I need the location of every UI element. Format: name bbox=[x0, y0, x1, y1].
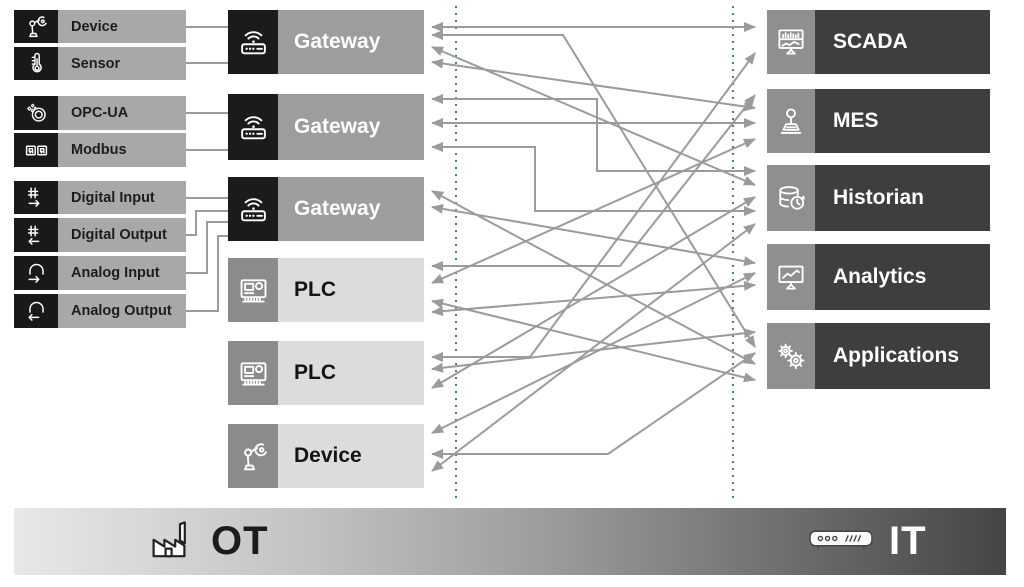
gateway-icon bbox=[228, 10, 278, 74]
connection-plc-1-applications bbox=[431, 298, 756, 383]
thermometer-icon bbox=[14, 47, 58, 80]
connection-gateway-2-historian bbox=[431, 94, 756, 176]
node-digital-input: Digital Input bbox=[14, 181, 186, 214]
connection-plc-2-applications bbox=[431, 328, 756, 373]
node-label-scada: SCADA bbox=[815, 10, 990, 74]
node-label-analytics: Analytics bbox=[815, 244, 990, 310]
ot-it-band: OT IT bbox=[14, 508, 1006, 575]
plc-icon bbox=[228, 341, 278, 405]
node-label-historian: Historian bbox=[815, 165, 990, 231]
it-zone-legend: IT bbox=[808, 508, 927, 575]
ot-zone-label: OT bbox=[211, 519, 269, 563]
scada-monitor-icon bbox=[767, 10, 815, 74]
node-label-gateway-2: Gateway bbox=[278, 94, 424, 160]
node-device-2: Device bbox=[228, 424, 424, 488]
node-plc-1: PLC bbox=[228, 258, 424, 322]
analog-output-icon bbox=[14, 294, 58, 328]
modbus-ports-icon bbox=[14, 133, 58, 167]
node-mes: MES bbox=[767, 89, 990, 153]
node-label-sensor: Sensor bbox=[58, 47, 186, 80]
feed-line-analog-input bbox=[186, 221, 229, 274]
node-plc-2: PLC bbox=[228, 341, 424, 405]
node-label-mes: MES bbox=[815, 89, 990, 153]
node-historian: Historian bbox=[767, 165, 990, 231]
connection-gateway-3-analytics bbox=[431, 203, 756, 267]
node-gateway-2: Gateway bbox=[228, 94, 424, 160]
node-gateway-3: Gateway bbox=[228, 177, 424, 241]
connection-plc-2-historian bbox=[431, 196, 756, 389]
node-label-plc-2: PLC bbox=[278, 341, 424, 405]
connection-device-2-analytics bbox=[431, 272, 756, 434]
it-zone-label: IT bbox=[889, 519, 927, 563]
connection-gateway-1-mes bbox=[431, 58, 756, 112]
node-applications: Applications bbox=[767, 323, 990, 389]
modem-icon bbox=[808, 527, 874, 557]
connection-gateway-1-applications bbox=[431, 30, 756, 348]
digital-input-icon bbox=[14, 181, 58, 214]
connection-gateway-3-applications bbox=[431, 190, 756, 365]
feed-line-digital-output bbox=[186, 210, 229, 236]
node-analog-input: Analog Input bbox=[14, 256, 186, 290]
node-label-digital-output: Digital Output bbox=[58, 218, 186, 252]
node-label-modbus: Modbus bbox=[58, 133, 186, 167]
gateway-icon bbox=[228, 177, 278, 241]
node-label-analog-output: Analog Output bbox=[58, 294, 186, 328]
node-label-analog-input: Analog Input bbox=[58, 256, 186, 290]
chart-monitor-icon bbox=[767, 244, 815, 310]
node-analytics: Analytics bbox=[767, 244, 990, 310]
node-digital-output: Digital Output bbox=[14, 218, 186, 252]
node-label-device: Device bbox=[58, 10, 186, 43]
connection-plc-1-analytics bbox=[431, 280, 756, 317]
gears-icon bbox=[767, 323, 815, 389]
node-opc-ua: OPC-UA bbox=[14, 96, 186, 130]
node-label-gateway-1: Gateway bbox=[278, 10, 424, 74]
node-label-gateway-3: Gateway bbox=[278, 177, 424, 241]
plc-icon bbox=[228, 258, 278, 322]
connection-plc-1-mes bbox=[431, 138, 756, 284]
digital-output-icon bbox=[14, 218, 58, 252]
connection-device-2-applications bbox=[431, 352, 756, 459]
node-label-applications: Applications bbox=[815, 323, 990, 389]
joystick-icon bbox=[767, 89, 815, 153]
node-sensor: Sensor bbox=[14, 47, 186, 80]
robot-arm-icon bbox=[228, 424, 278, 488]
connection-gateway-1-historian bbox=[431, 46, 756, 186]
gateway-icon bbox=[228, 94, 278, 160]
factory-icon bbox=[148, 515, 196, 568]
node-label-plc-1: PLC bbox=[278, 258, 424, 322]
feed-line-analog-output bbox=[186, 235, 229, 312]
analog-input-icon bbox=[14, 256, 58, 290]
connection-gateway-2-historian bbox=[431, 142, 756, 216]
node-label-device-2: Device bbox=[278, 424, 424, 488]
connection-device-2-historian bbox=[431, 223, 756, 472]
node-modbus: Modbus bbox=[14, 133, 186, 167]
node-gateway-1: Gateway bbox=[228, 10, 424, 74]
node-label-digital-input: Digital Input bbox=[58, 181, 186, 214]
robot-arm-icon bbox=[14, 10, 58, 43]
node-analog-output: Analog Output bbox=[14, 294, 186, 328]
connection-plc-2-scada bbox=[431, 52, 756, 362]
node-device: Device bbox=[14, 10, 186, 43]
node-label-opc-ua: OPC-UA bbox=[58, 96, 186, 130]
node-scada: SCADA bbox=[767, 10, 990, 74]
database-clock-icon bbox=[767, 165, 815, 231]
opcua-ring-icon bbox=[14, 96, 58, 130]
connection-plc-1-mes bbox=[431, 94, 756, 271]
ot-zone-legend: OT bbox=[148, 508, 269, 575]
